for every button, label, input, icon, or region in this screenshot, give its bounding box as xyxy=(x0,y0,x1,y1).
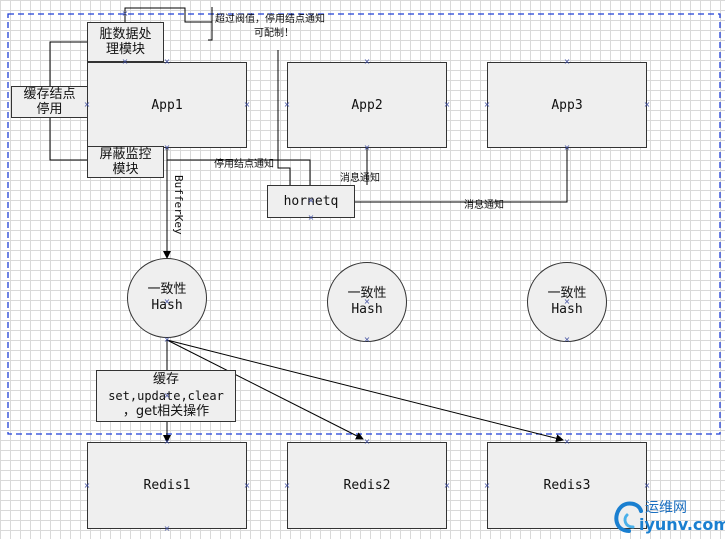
marker-icon: × xyxy=(163,437,171,446)
threshold-drop-line xyxy=(277,50,291,185)
marker-icon: × xyxy=(643,481,651,490)
marker-icon: × xyxy=(83,100,91,109)
threshold-link xyxy=(124,7,212,23)
app3-msg-line xyxy=(355,148,568,203)
cache-ops-line2: ，get相关操作 xyxy=(122,404,210,419)
marker-icon: × xyxy=(243,100,251,109)
cache-disable-link-top xyxy=(49,41,87,86)
marker-icon: × xyxy=(163,524,171,533)
watermark-cn: 运维网 xyxy=(645,500,687,516)
redis2-label: Redis2 xyxy=(343,478,391,493)
marker-icon: × xyxy=(307,196,315,205)
watermark-logo: 运维网 iyunv.com xyxy=(609,497,725,537)
shield-monitor-label: 屏蔽监控模块 xyxy=(99,147,152,177)
cache-operations-box[interactable]: 缓存 set,update,clear ，get相关操作 xyxy=(96,370,236,422)
marker-icon: × xyxy=(563,335,571,344)
marker-icon: × xyxy=(163,335,171,344)
marker-icon: × xyxy=(163,297,171,306)
redis1-box[interactable]: Redis1 xyxy=(87,442,247,529)
redis3-box[interactable]: Redis3 xyxy=(487,442,647,529)
hash-circle-1[interactable]: 一致性 Hash xyxy=(127,258,207,338)
hornetq-box[interactable]: hornetq xyxy=(267,185,355,218)
app3-label: App3 xyxy=(551,97,583,113)
msg-notice-label-app3: 消息通知 xyxy=(464,200,504,211)
marker-icon: × xyxy=(443,100,451,109)
shield-monitor-module[interactable]: 屏蔽监控模块 xyxy=(87,146,164,178)
dirty-data-module[interactable]: 脏数据处理模块 xyxy=(87,22,164,62)
cache-title: 缓存 xyxy=(152,372,179,387)
marker-icon: × xyxy=(163,57,171,66)
marker-icon: × xyxy=(363,57,371,66)
marker-icon: × xyxy=(283,481,291,490)
app1-box[interactable]: App1 xyxy=(87,62,247,148)
marker-icon: × xyxy=(563,437,571,446)
redis1-label: Redis1 xyxy=(143,478,191,493)
marker-icon: × xyxy=(163,391,171,400)
watermark-url: iyunv.com xyxy=(639,515,725,534)
hash-1-line1: 一致性 xyxy=(147,282,187,297)
stop-notice-label: 停用结点通知 xyxy=(214,159,274,170)
threshold-label-line1: 超过阀值，停用结点通知 xyxy=(215,14,325,25)
redis2-box[interactable]: Redis2 xyxy=(287,442,447,529)
marker-icon: × xyxy=(483,100,491,109)
marker-icon: × xyxy=(307,213,315,222)
marker-icon: × xyxy=(243,481,251,490)
hash-circle-3[interactable]: 一致性 Hash xyxy=(527,262,607,342)
app2-label: App2 xyxy=(351,97,383,113)
cache-node-disable-label: 缓存结点停用 xyxy=(23,87,76,117)
app1-label: App1 xyxy=(151,97,183,113)
marker-icon: × xyxy=(121,57,129,66)
marker-icon: × xyxy=(363,143,371,152)
msg-notice-label-app2: 消息通知 xyxy=(340,173,380,184)
marker-icon: × xyxy=(563,143,571,152)
marker-icon: × xyxy=(363,335,371,344)
dirty-data-module-label: 脏数据处理模块 xyxy=(99,27,152,57)
marker-icon: × xyxy=(163,143,171,152)
hash-3-line2: Hash xyxy=(551,302,583,317)
stop-notice-line xyxy=(167,159,311,185)
hash-3-line1: 一致性 xyxy=(547,286,587,301)
hash-2-line2: Hash xyxy=(351,302,383,317)
redis3-label: Redis3 xyxy=(543,478,591,493)
cache-ops-line1: set,update,clear xyxy=(108,389,224,403)
threshold-callout-bracket xyxy=(208,7,213,41)
marker-icon: × xyxy=(563,57,571,66)
hash-to-redis2 xyxy=(166,339,364,440)
cache-node-disable-box[interactable]: 缓存结点停用 xyxy=(11,86,88,118)
hornetq-label: hornetq xyxy=(283,194,339,209)
hash-2-line1: 一致性 xyxy=(347,286,387,301)
marker-icon: × xyxy=(363,297,371,306)
threshold-label-line2: 可配制！ xyxy=(254,28,294,39)
marker-icon: × xyxy=(563,297,571,306)
marker-icon: × xyxy=(83,481,91,490)
marker-icon: × xyxy=(443,481,451,490)
hash-to-redis3 xyxy=(166,339,564,443)
marker-icon: × xyxy=(643,100,651,109)
marker-icon: × xyxy=(483,481,491,490)
marker-icon: × xyxy=(363,437,371,446)
watermark-swirl-icon xyxy=(614,501,643,533)
cache-disable-link-bottom xyxy=(49,118,87,161)
hash-circle-2[interactable]: 一致性 Hash xyxy=(327,262,407,342)
buffer-key-label: BufferKey xyxy=(172,175,185,235)
app3-box[interactable]: App3 xyxy=(487,62,647,148)
cluster-boundary xyxy=(7,13,721,435)
marker-icon: × xyxy=(283,100,291,109)
hash-1-line2: Hash xyxy=(151,298,183,313)
marker-icon: × xyxy=(121,9,129,18)
app2-box[interactable]: App2 xyxy=(287,62,447,148)
